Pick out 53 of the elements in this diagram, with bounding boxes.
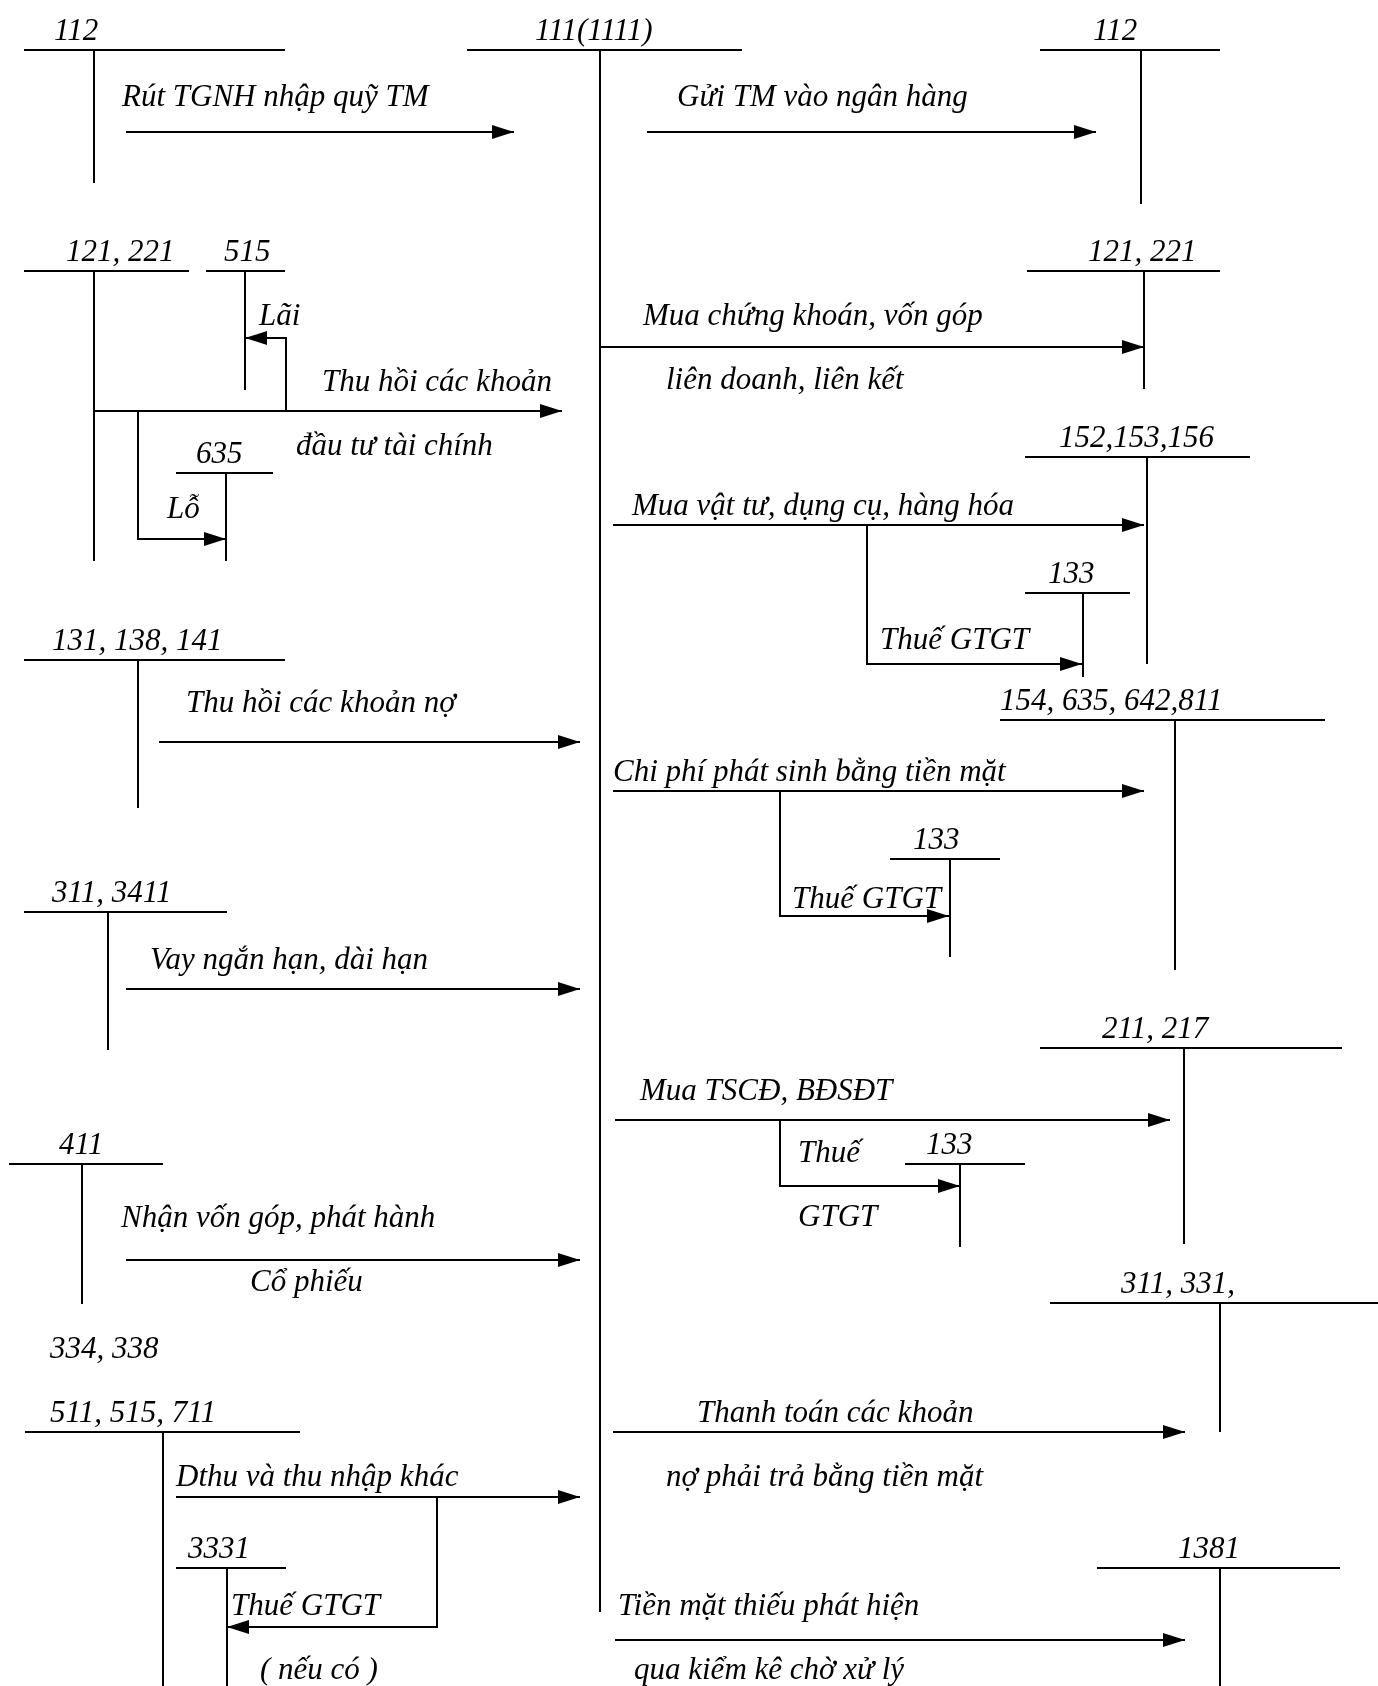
account-number: 1381 [1178,1530,1240,1566]
account-number: 311, 3411 [52,874,172,910]
edge-label: Mua TSCĐ, BĐSĐT [640,1071,893,1109]
account-number: 131, 138, 141 [52,622,223,658]
account-number: 411 [59,1126,104,1162]
account-number: 311, 331, [1121,1265,1235,1301]
arrow [646,125,1097,139]
edge-label: Dthu và thu nhập khác [176,1457,459,1495]
edge-label: Chi phí phát sinh bằng tiền mặt [613,752,1006,790]
account-number: 515 [224,233,271,269]
account-number: 121, 221 [66,233,175,269]
account-number: 154, 635, 642,811 [1000,682,1223,718]
edge-label: Rút TGNH nhập quỹ TM [122,77,429,115]
arrow [612,524,1083,671]
edge-label: Nhận vốn góp, phát hành Cổ phiếu [121,1198,436,1300]
account-number: 133 [926,1126,973,1162]
arrow [614,1119,961,1193]
account-number: 112 [1093,12,1138,48]
account-number: 152,153,156 [1059,419,1214,455]
account-number: 121, 221 [1088,233,1197,269]
edge-label: Vay ngắn hạn, dài hạn [150,940,429,978]
account-number: 133 [913,821,960,857]
edge-label: Gửi TM vào ngân hàng [677,77,968,115]
edge-label: Thu hồi các khoản nợ [186,683,456,721]
edge-label: Thanh toán các khoản nợ phải trả bằng tiền mặt [666,1393,984,1495]
account-number: 111(1111) [535,12,653,48]
edge-label: Mua chứng khoán, vốn góp liên doanh, liên kết [643,296,983,398]
edge-label: Thuế GTGT [792,879,941,917]
arrow [599,340,1145,354]
edge-label: Lỗ [167,489,200,527]
account-number: 211, 217 [1102,1010,1209,1046]
account-number: 112 [54,12,99,48]
arrow [612,790,950,923]
arrow [125,982,581,996]
arrow [125,1253,581,1267]
edge-label: Thuế GTGT [880,620,1029,658]
arrow [93,410,227,546]
edge-label: Mua vật tư, dụng cụ, hàng hóa [632,486,1014,524]
account-number: 133 [1048,555,1095,591]
edge-label: Thuế GTGT [798,1133,878,1235]
account-number: 3331 [188,1530,250,1566]
edge-label: Thuế GTGT ( nếu có ) [231,1586,380,1686]
edge-label: Tiền mặt thiếu phát hiện qua kiểm kê chờ xử lý [618,1586,920,1686]
edge-label: Lãi [259,296,301,334]
arrow [125,125,515,139]
account-number: 635 [196,435,243,471]
account-number: 511, 515, 711 [50,1394,216,1430]
arrow [158,735,581,749]
edge-label: Thu hồi các khoản đầu tư tài chính [296,362,552,464]
account-number: 334, 338 [50,1329,159,1367]
arrow [614,1633,1186,1647]
arrow [175,1496,438,1634]
arrow [612,1425,1186,1439]
